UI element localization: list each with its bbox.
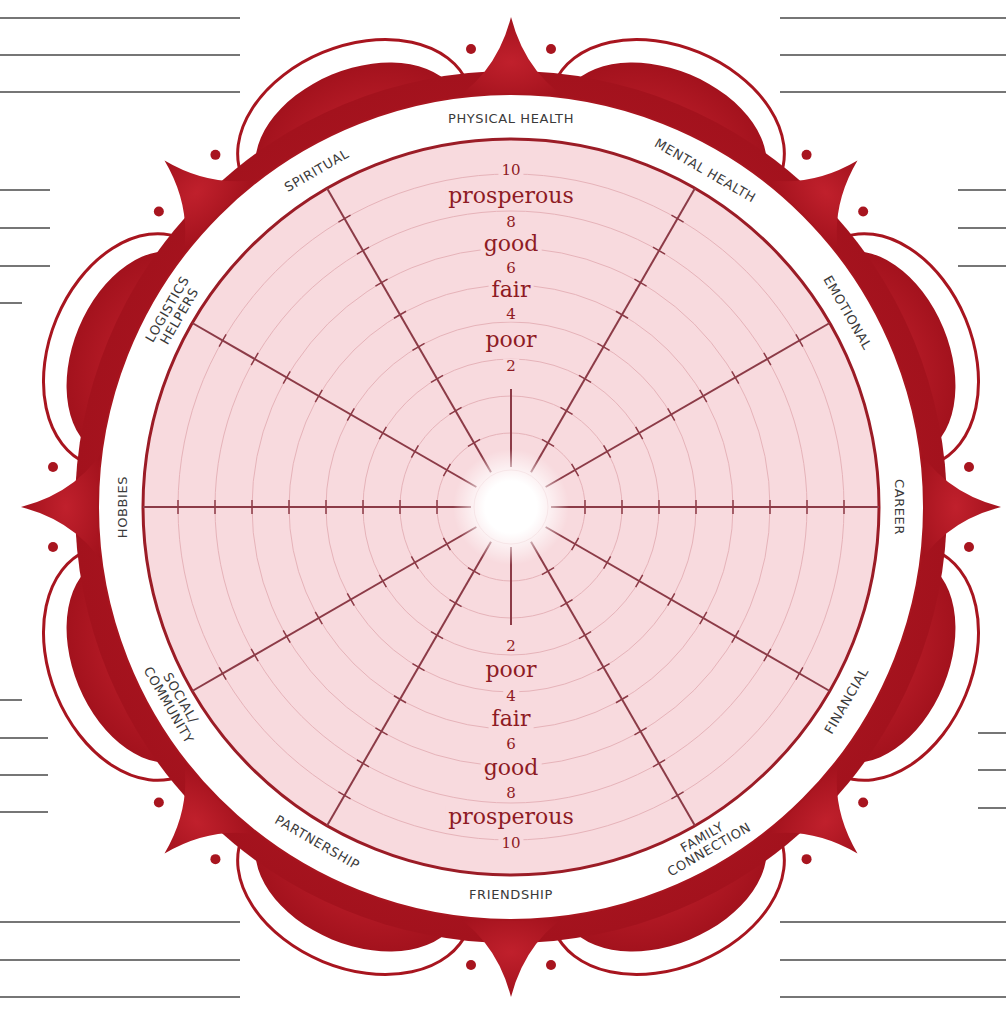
segment-label: PHYSICAL HEALTH <box>448 112 574 126</box>
scale-number: 4 <box>503 307 519 322</box>
scale-word: prosperous <box>445 806 576 828</box>
scale-number: 6 <box>503 737 519 752</box>
scale-number: 6 <box>503 261 519 276</box>
scale-number: 10 <box>498 836 523 851</box>
flower-frame <box>10 6 1006 1008</box>
scale-number: 8 <box>503 786 519 801</box>
scale-word: poor <box>482 329 539 351</box>
segment-label: HOBBIES <box>116 476 130 538</box>
scale-word: poor <box>482 659 539 681</box>
segment-label: CAREER <box>892 479 906 535</box>
scale-word: good <box>481 233 542 255</box>
scale-number: 10 <box>498 163 523 178</box>
scale-word: prosperous <box>445 185 576 207</box>
wheel <box>98 94 924 920</box>
scale-number: 2 <box>503 639 519 654</box>
scale-number: 2 <box>503 359 519 374</box>
segment-label: FRIENDSHIP <box>469 888 553 902</box>
scale-word: good <box>481 757 542 779</box>
scale-word: fair <box>489 708 534 730</box>
writing-lines <box>0 18 1006 997</box>
scale-number: 8 <box>503 215 519 230</box>
scale-number: 4 <box>503 689 519 704</box>
scale-word: fair <box>489 279 534 301</box>
